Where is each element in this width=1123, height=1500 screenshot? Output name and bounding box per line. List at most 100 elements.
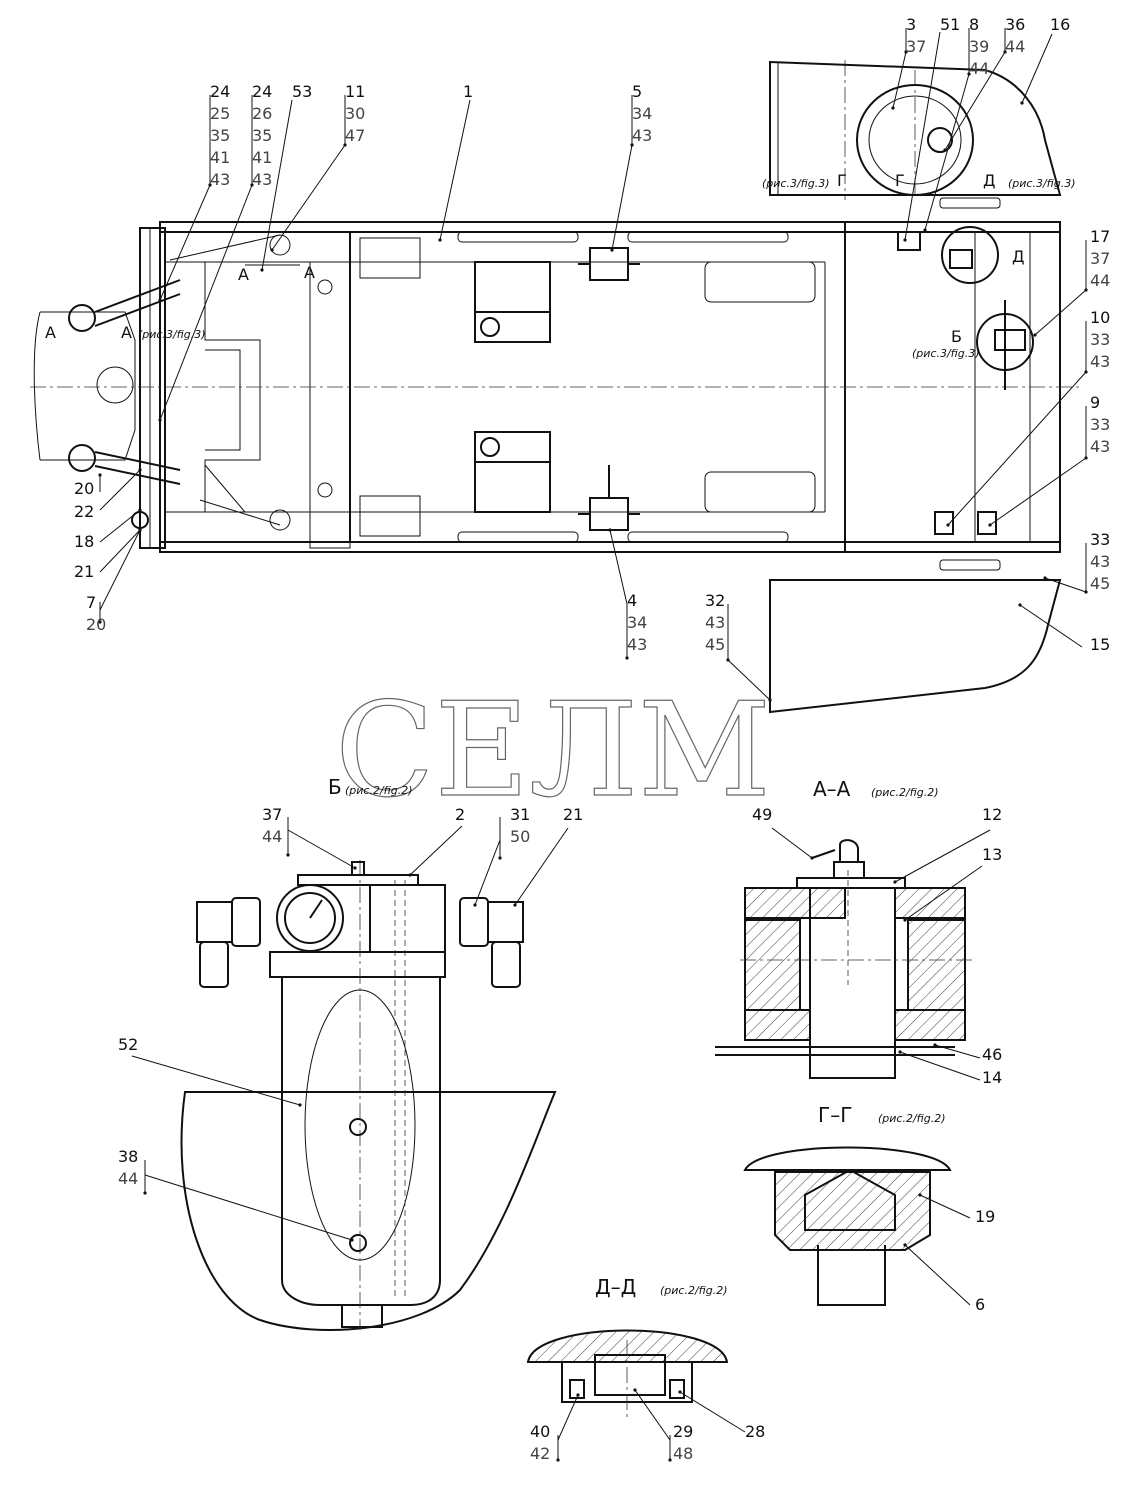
leader-line [904,865,983,921]
leader-line [159,184,253,421]
leader-line [679,1391,746,1433]
leader-line [1044,577,1087,593]
leader-line [924,73,970,231]
view-mark-a-inner-1: А [238,265,249,284]
callout-subnumber: 30 [345,104,365,123]
callout-13: 13 [903,845,1002,922]
callout-number: 13 [982,845,1002,864]
view-b-filter [180,860,557,1331]
callout-number: 10 [1090,308,1110,327]
callout-subnumber: 44 [969,59,989,78]
main-plan-view [30,60,1080,714]
leader-line [904,1244,971,1306]
leader-dot [138,528,142,532]
leader-line [634,1389,671,1441]
callout-number: 2 [455,805,465,824]
leader-dot [668,1458,672,1462]
leader-dot [918,1193,922,1197]
leader-dot [513,903,517,907]
callout-46: 46 [933,1043,1002,1064]
callout-subnumber: 20 [86,615,106,634]
view-mark-b-ref: (рис.3/fig.3) [912,347,980,360]
leader-dot [946,523,950,527]
leader-line [904,31,941,241]
callout-number: 7 [86,593,96,612]
leader-line [1019,604,1083,648]
callout-number: 31 [510,805,530,824]
callout-subnumber: 43 [1090,352,1110,371]
leader-line [989,457,1087,526]
callout-7: 720 [86,528,142,634]
callout-20: 20 [74,473,102,498]
leader-dot [576,1393,580,1397]
leader-dot [438,238,442,242]
watermark-text: СЕЛМ [335,674,771,826]
callout-subnumber: 45 [705,635,725,654]
view-mark-g-2: Г [895,171,905,190]
leader-line [611,144,633,251]
callout-number: 6 [975,1295,985,1314]
callout-number: 32 [705,591,725,610]
leader-line [99,529,141,573]
callout-3: 337 [891,15,926,110]
leader-dot [158,418,162,422]
callout-subnumber: 25 [210,104,230,123]
callout-subnumber: 33 [1090,415,1110,434]
callout-subnumber: 47 [345,126,365,145]
callout-number: 16 [1050,15,1070,34]
section-title-dd-ref: (рис.2/fig.2) [660,1284,728,1297]
callout-subnumber: 43 [632,126,652,145]
leader-dot [625,656,629,660]
leader-line [159,184,211,301]
leader-line [894,829,991,883]
callout-number: 20 [74,479,94,498]
leader-dot [408,873,412,877]
section-titles: Б (рис.2/fig.2) А–А (рис.2/fig.2) Г–Г (р… [328,775,946,1299]
leader-line [99,509,141,543]
leader-dot [260,268,264,272]
section-title-aa: А–А [813,777,851,801]
leader-line [99,529,141,611]
callout-14: 14 [898,1050,1002,1087]
leader-dot [988,523,992,527]
callout-subnumber: 44 [262,827,282,846]
section-title-b: Б [328,775,342,799]
leader-dot [298,1103,302,1107]
view-mark-g-ref: (рис.3/fig.3) [762,177,830,190]
callout-number: 3 [906,15,916,34]
callout-subnumber: 44 [1005,37,1025,56]
callout-51: 51 [903,15,960,242]
callout-19: 19 [918,1193,995,1226]
leader-line [144,1174,353,1241]
leader-line [609,529,628,605]
callout-number: 15 [1090,635,1110,654]
callout-number: 1 [463,82,473,101]
callout-subnumber: 43 [705,613,725,632]
section-title-dd: Д–Д [595,1275,636,1299]
callout-21b: 21 [513,805,583,907]
leader-dot [270,248,274,252]
callout-subnumber: 43 [252,170,272,189]
leader-dot [943,148,947,152]
section-gg [743,1146,952,1306]
callout-subnumber: 43 [210,170,230,189]
callout-number: 21 [74,562,94,581]
leader-line [131,1055,301,1106]
callout-number: 8 [969,15,979,34]
callout-number: 9 [1090,393,1100,412]
leader-dot [1018,603,1022,607]
leader-line [1021,33,1053,104]
callout-subnumber: 44 [118,1169,138,1188]
callout-number: 28 [745,1422,765,1441]
leader-dot [158,298,162,302]
callout-number: 22 [74,502,94,521]
callout-number: 5 [632,82,642,101]
callout-number: 40 [530,1422,550,1441]
leader-dot [1033,333,1037,337]
leader-dot [903,918,907,922]
leader-line [439,99,471,241]
